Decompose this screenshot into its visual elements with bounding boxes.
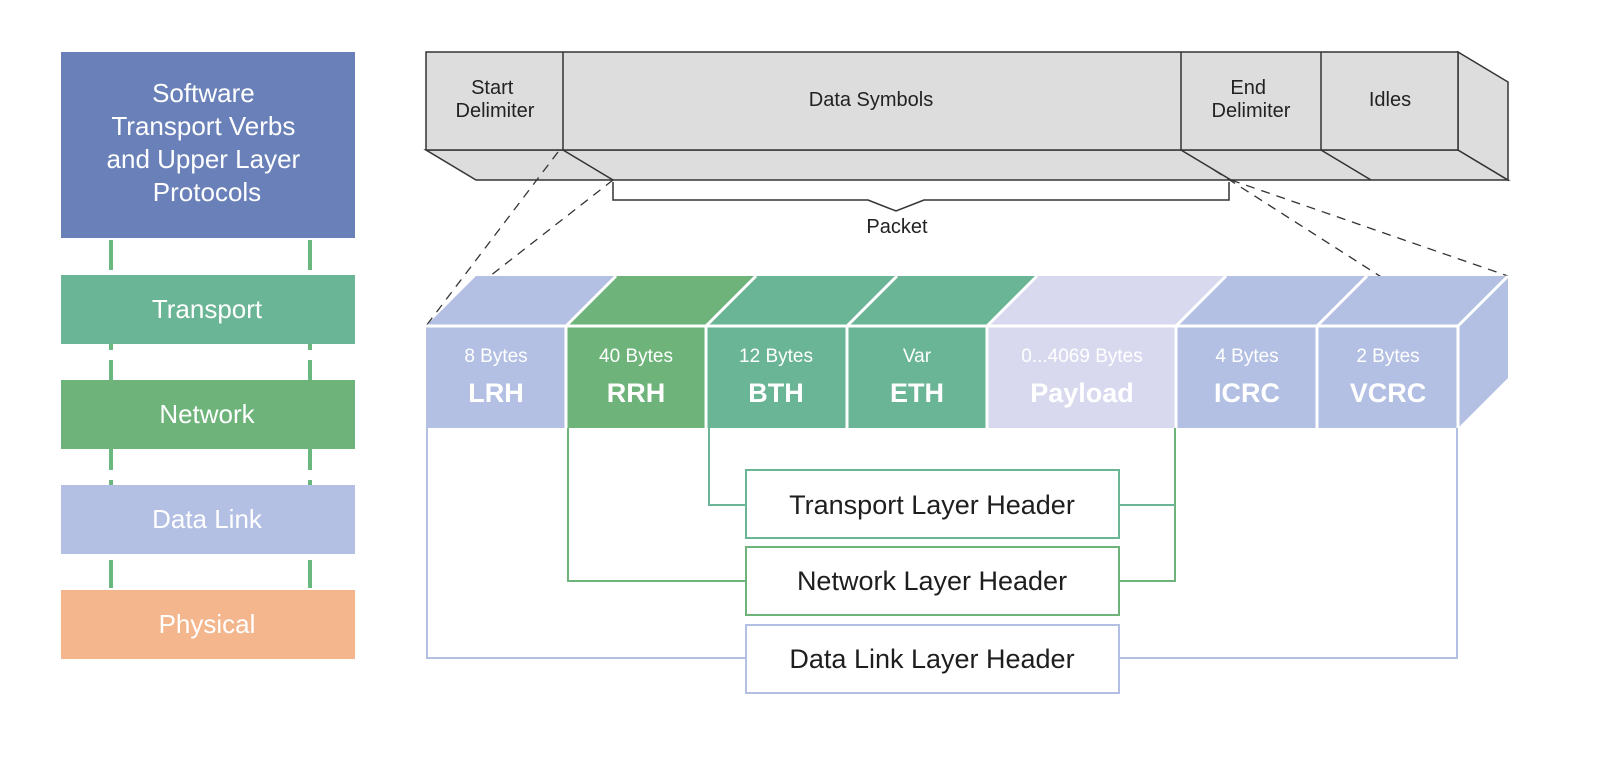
transport-bracket-left <box>708 428 747 506</box>
network-bracket-left <box>567 428 747 582</box>
network-header-label: Network Layer Header <box>797 566 1067 596</box>
eth-size: Var <box>903 346 932 367</box>
network-bracket-right <box>1119 428 1176 582</box>
physical-layer-label: Physical <box>159 609 256 639</box>
lrh-name: LRH <box>468 378 524 408</box>
frame-front-face <box>425 51 1459 151</box>
transport-header-box <box>745 469 1120 539</box>
rrh-name: RRH <box>607 378 666 408</box>
lrh-front-face <box>426 326 566 428</box>
transport-layer-label: Transport <box>152 294 263 324</box>
idles-label: Idles <box>1369 89 1411 111</box>
packet-fields: 8 Bytes LRH 40 Bytes RRH 12 Bytes BTH Va… <box>426 274 1510 428</box>
transport-layer-box <box>61 275 355 344</box>
data-link-layer-label: Data Link <box>152 504 263 534</box>
vcrc-size: 2 Bytes <box>1356 346 1419 367</box>
bth-top-face <box>706 276 897 326</box>
bth-size: 12 Bytes <box>739 346 813 367</box>
rrh-size: 40 Bytes <box>599 346 673 367</box>
data-symbols-label: Data Symbols <box>809 89 934 111</box>
rrh-front-face <box>566 326 706 428</box>
icrc-front-face <box>1176 326 1317 428</box>
data-link-header-box <box>745 624 1120 694</box>
start-delimiter-label: Start Delimiter <box>456 77 535 122</box>
icrc-size: 4 Bytes <box>1215 346 1278 367</box>
network-layer-box <box>61 380 355 449</box>
software-layer-box <box>61 52 355 238</box>
payload-top-face <box>987 276 1226 326</box>
frame-bar <box>423 50 1511 182</box>
eth-top-face <box>847 276 1037 326</box>
data-link-header-label: Data Link Layer Header <box>789 644 1074 674</box>
eth-name: ETH <box>890 378 944 408</box>
icrc-name: ICRC <box>1214 378 1280 408</box>
data-link-bracket-left <box>426 428 747 659</box>
layer-stack: Software Transport Verbs and Upper Layer… <box>61 52 355 659</box>
data-link-layer-box <box>61 485 355 554</box>
packet-label: Packet <box>866 216 928 238</box>
field-separators <box>426 274 1510 428</box>
transport-header-label: Transport Layer Header <box>789 490 1075 520</box>
rrh-top-face <box>566 276 756 326</box>
eth-front-face <box>847 326 987 428</box>
payload-front-face <box>987 326 1176 428</box>
software-layer-label: Software Transport Verbs and Upper Layer… <box>107 78 308 207</box>
end-delimiter-label: End Delimiter <box>1212 77 1291 122</box>
vcrc-top-face <box>1317 276 1508 326</box>
icrc-top-face <box>1176 276 1367 326</box>
bth-name: BTH <box>748 378 804 408</box>
network-layer-label: Network <box>159 399 255 429</box>
payload-size: 0...4069 Bytes <box>1021 346 1142 367</box>
lrh-top-face <box>426 276 616 326</box>
network-header-box <box>745 546 1120 616</box>
vcrc-name: VCRC <box>1350 378 1427 408</box>
vcrc-front-face <box>1317 326 1458 428</box>
bth-front-face <box>706 326 847 428</box>
header-brackets <box>426 428 1458 659</box>
lrh-size: 8 Bytes <box>464 346 527 367</box>
data-link-bracket-right <box>1119 428 1458 659</box>
payload-name: Payload <box>1030 378 1134 408</box>
physical-layer-box <box>61 590 355 659</box>
packet-brace <box>612 182 1230 212</box>
